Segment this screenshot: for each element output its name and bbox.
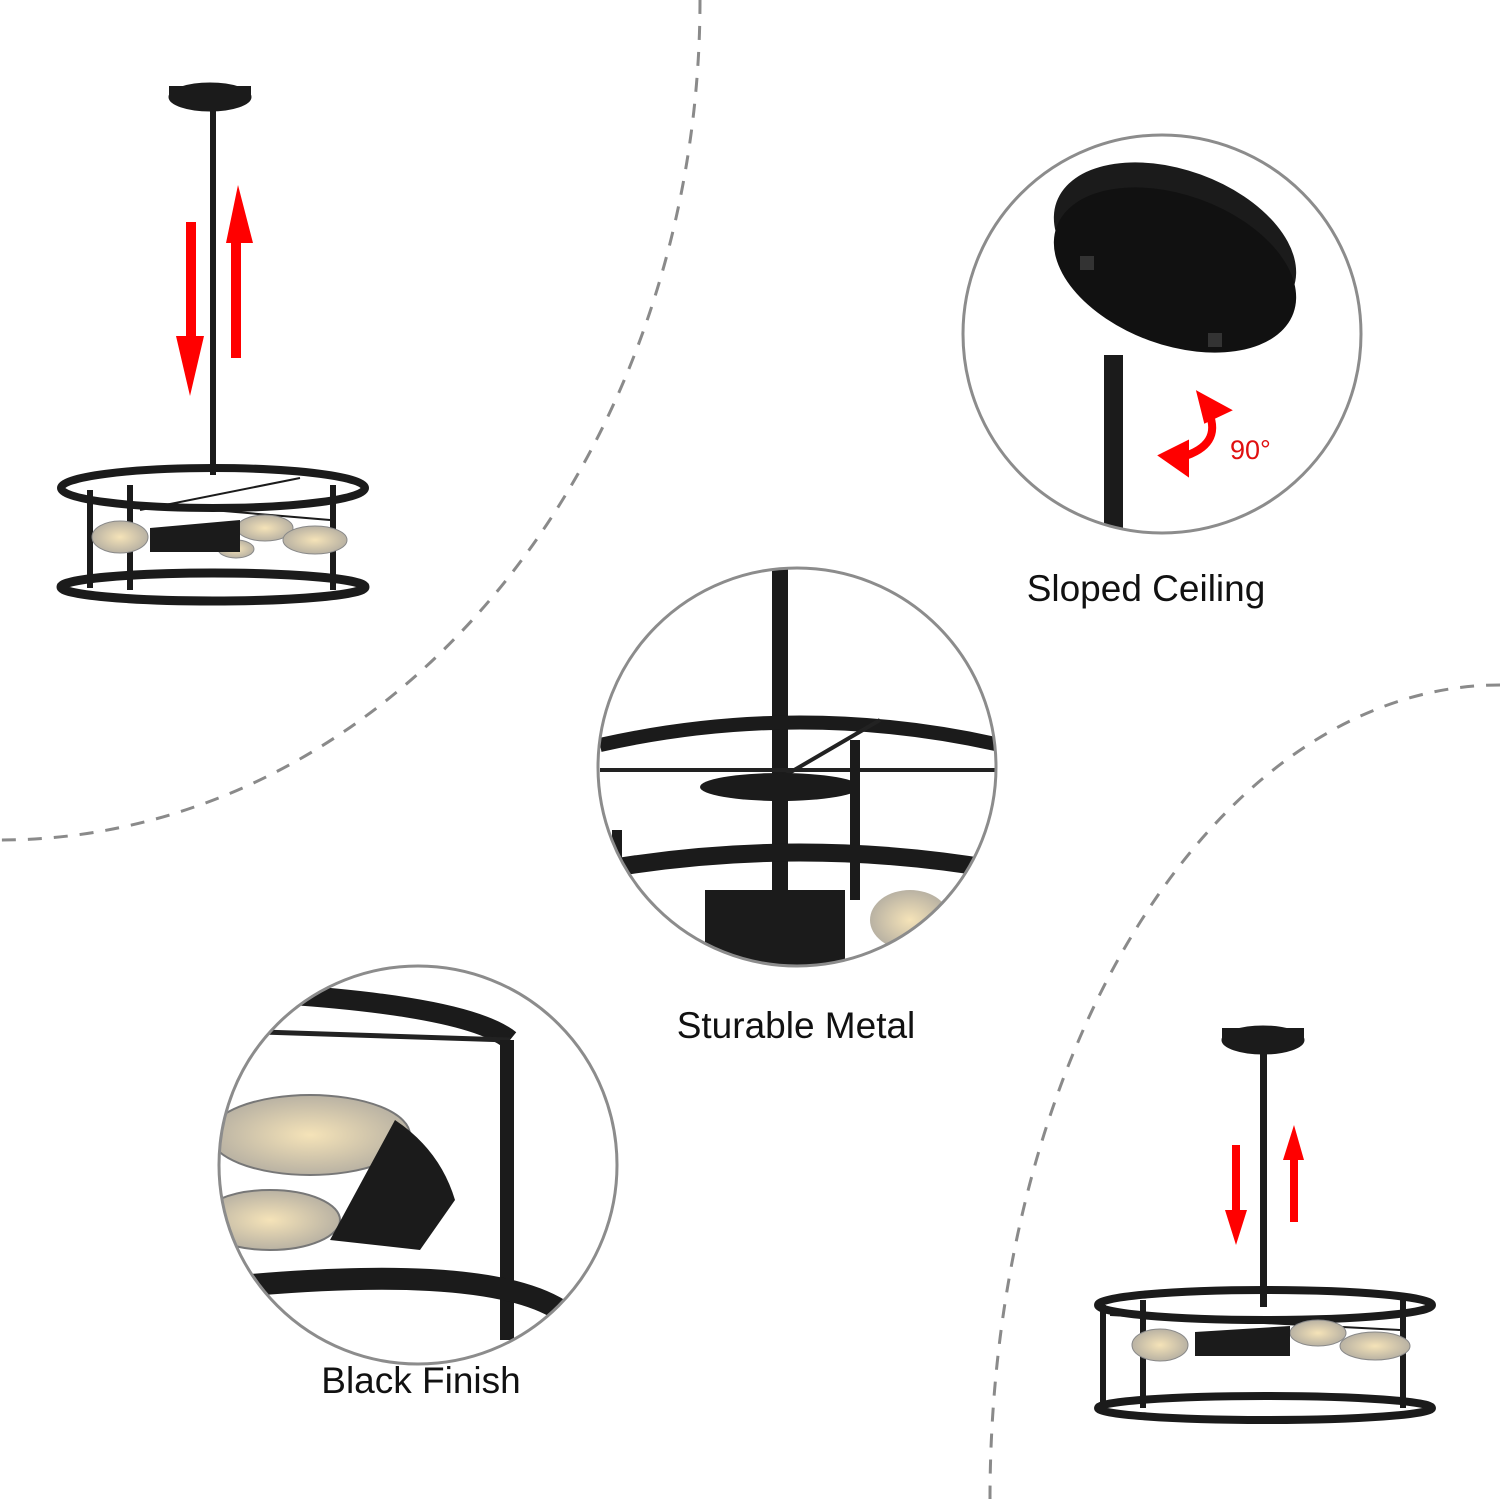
black-finish-circle <box>217 964 619 1366</box>
dashed-divider-bottom <box>988 683 1500 1499</box>
sturable-metal-circle <box>596 566 998 968</box>
sloped-ceiling-detail <box>1053 162 1297 533</box>
pendant-lamp-large <box>56 82 370 606</box>
rotation-angle-label: 90° <box>1230 435 1271 465</box>
dashed-divider-top <box>0 0 702 842</box>
adjustable-height-arrows-icon <box>176 185 253 396</box>
pendant-lamp-small <box>1094 1025 1436 1424</box>
black-finish-detail <box>219 980 566 1340</box>
sloped-ceiling-circle <box>961 133 1363 535</box>
rotate-90-arrow-icon <box>1157 390 1233 478</box>
adjustable-height-arrows-icon-small <box>1225 1125 1304 1245</box>
feature-label-black-finish: Black Finish <box>321 1360 521 1401</box>
feature-label-sloped-ceiling: Sloped Ceiling <box>1026 568 1266 609</box>
feature-label-sturable-metal: Sturable Metal <box>676 1005 916 1046</box>
